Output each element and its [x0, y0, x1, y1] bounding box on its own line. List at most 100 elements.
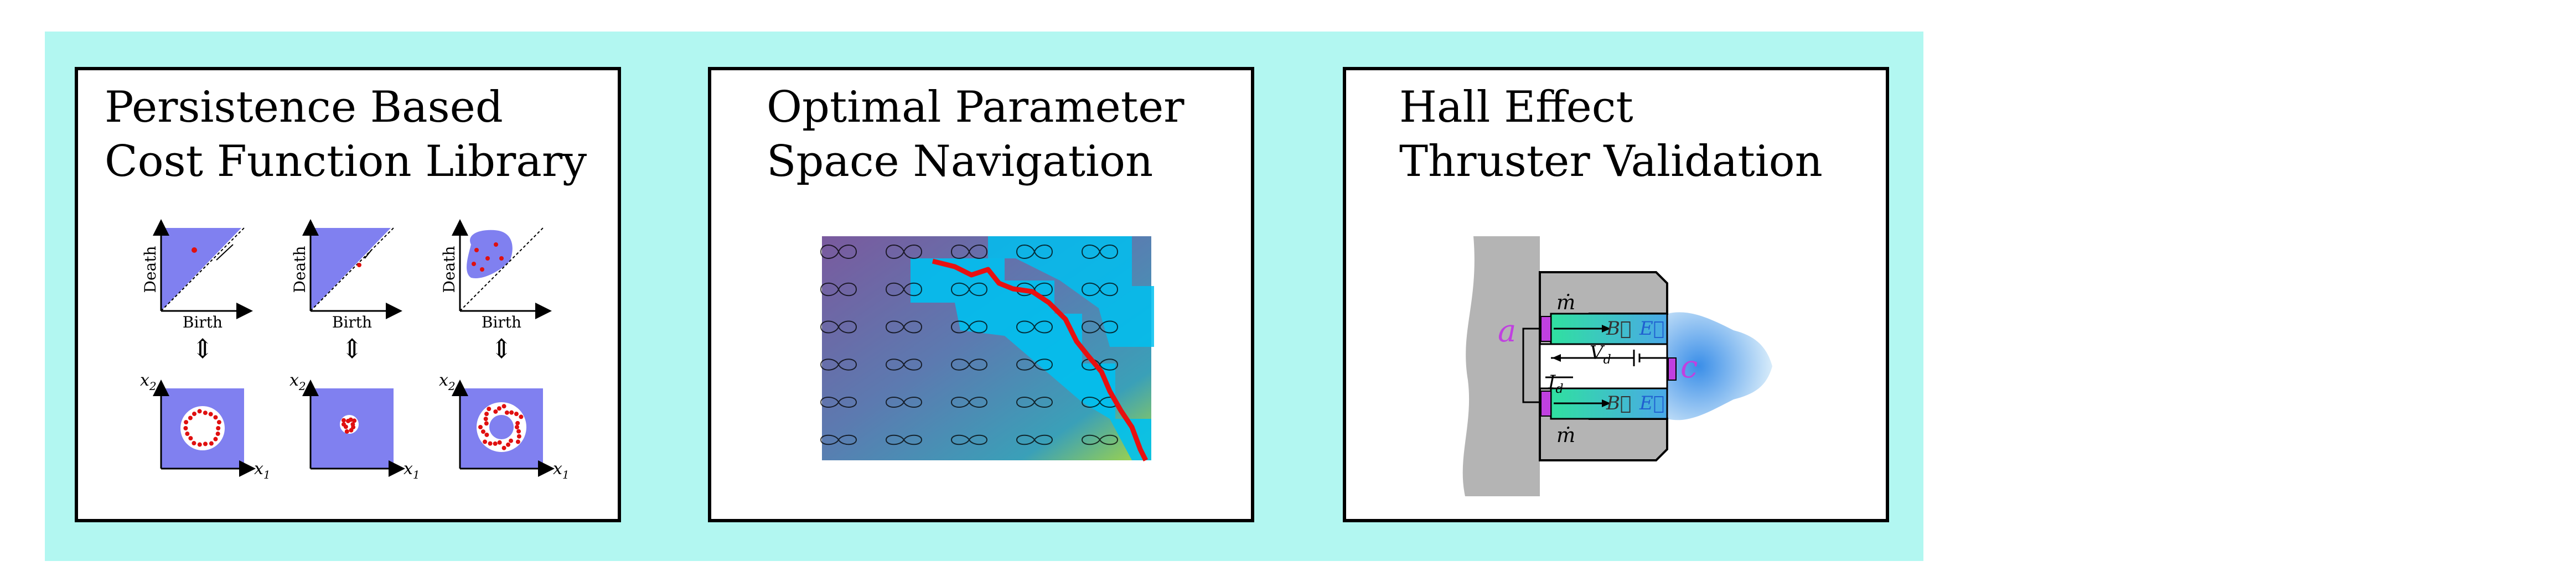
sample-point — [515, 439, 520, 444]
panel-title: Optimal Parameter Space Navigation — [767, 80, 1184, 189]
point-cloud-2 — [302, 380, 405, 477]
attractor-glyph — [1016, 282, 1053, 297]
title-line-1: Persistence Based — [105, 82, 503, 132]
label-c: c — [1680, 349, 1698, 385]
sample-point — [216, 426, 221, 430]
panel-title: Persistence Based Cost Function Library — [105, 80, 587, 189]
equivalence-arrow-2: ⇕ — [341, 334, 363, 365]
attractor-glyph — [1016, 434, 1053, 445]
persistence-diagram-2 — [302, 219, 402, 319]
panel-parameter-space-navigation: Optimal Parameter Space Navigation — [708, 67, 1254, 522]
sample-point — [501, 404, 506, 409]
persistence-diagram-figure: Death Death Death Birth Birth Birth ⇕ ⇕ … — [140, 219, 570, 481]
sample-point — [197, 409, 202, 414]
sample-point — [192, 441, 196, 446]
panel-title: Hall Effect Thruster Validation — [1399, 80, 1823, 189]
sample-point — [487, 407, 492, 412]
y-axis-label-3: Death — [440, 246, 458, 293]
point-cloud-3 — [452, 380, 555, 477]
mdot-label-upper: ṁ — [1556, 292, 1575, 314]
sample-point — [213, 415, 218, 420]
sample-point — [349, 428, 354, 433]
persistence-diagram-1 — [153, 219, 253, 319]
sample-point — [488, 441, 493, 446]
panel-hall-effect-thruster: Hall Effect Thruster Validation — [1343, 67, 1889, 522]
anode-lower — [1540, 391, 1551, 417]
attractor-glyph — [885, 397, 923, 408]
sample-point — [483, 417, 488, 422]
sample-point — [203, 411, 208, 415]
attractor-glyph — [885, 282, 923, 297]
attractor-glyph — [1081, 320, 1119, 334]
attractor-glyph — [950, 282, 988, 297]
attractor-glyph — [820, 282, 857, 297]
e-field-label-upper: E⃗ — [1639, 318, 1664, 340]
attractor-glyph — [820, 434, 857, 445]
x1-label-1: x1 — [254, 459, 271, 481]
attractor-glyph — [950, 359, 988, 371]
attractor-glyph — [885, 359, 923, 371]
b-field-label-upper: B⃗ — [1606, 318, 1631, 340]
sample-point — [514, 412, 519, 417]
sample-point — [184, 420, 189, 425]
attractor-glyph — [820, 359, 857, 371]
label-a: a — [1498, 313, 1516, 349]
attractor-glyph — [885, 245, 923, 259]
persistence-diagram-3 — [452, 219, 552, 319]
y-axis-label-2: Death — [291, 246, 309, 293]
attractor-glyph — [950, 320, 988, 334]
panel-cost-function-library: Persistence Based Cost Function Library — [75, 67, 621, 522]
sample-point — [216, 420, 221, 425]
sample-point — [192, 412, 196, 417]
x1-label-3: x1 — [553, 459, 570, 481]
attractor-glyph — [820, 397, 857, 408]
x2-label-3: x2 — [439, 371, 456, 393]
e-field-label-lower: E⃗ — [1639, 392, 1664, 414]
sample-point — [484, 421, 489, 426]
sample-point — [496, 406, 501, 411]
sample-point — [501, 445, 506, 450]
optimal-path — [932, 258, 1149, 462]
sample-point — [342, 422, 346, 427]
sample-point — [493, 409, 498, 414]
attractor-glyph — [1016, 397, 1053, 408]
attractor-glyph — [1081, 245, 1119, 259]
parameter-space-map — [820, 236, 1154, 462]
sample-point — [515, 425, 519, 429]
sample-point — [516, 434, 521, 439]
sample-point — [519, 414, 524, 419]
sample-point — [208, 412, 213, 417]
sample-point — [352, 418, 357, 423]
attractor-glyph — [820, 245, 857, 259]
parameter-space-figure — [820, 236, 1154, 462]
plume — [1667, 312, 1772, 420]
sample-point — [341, 418, 346, 423]
attractor-glyph — [950, 434, 988, 445]
attractor-glyph — [885, 434, 923, 445]
sample-point — [213, 437, 218, 441]
sample-point — [348, 417, 353, 422]
sample-point — [516, 429, 521, 434]
cathode — [1668, 357, 1677, 381]
sample-point — [509, 438, 514, 443]
x-axis-label-1: Birth — [183, 313, 223, 331]
y-axis-label-1: Death — [141, 246, 159, 293]
title-line-2: Cost Function Library — [105, 137, 587, 186]
sample-point — [478, 425, 483, 429]
x2-label-1: x2 — [140, 371, 157, 393]
sample-point — [344, 429, 349, 434]
x2-label-2: x2 — [289, 371, 306, 393]
sample-point — [484, 432, 489, 437]
mdot-label-lower: ṁ — [1556, 424, 1575, 447]
sample-point — [484, 412, 489, 417]
voltage-label: Vd — [1590, 342, 1611, 367]
sample-point — [203, 441, 208, 446]
title-line-1: Optimal Parameter — [767, 82, 1184, 132]
attractor-glyph — [1016, 359, 1053, 371]
current-label: Id — [1548, 371, 1564, 396]
title-line-1: Hall Effect — [1399, 82, 1633, 132]
sample-point — [497, 440, 502, 445]
sample-point — [188, 436, 193, 441]
x-axis-label-2: Birth — [332, 313, 372, 331]
title-line-2: Thruster Validation — [1399, 137, 1823, 186]
